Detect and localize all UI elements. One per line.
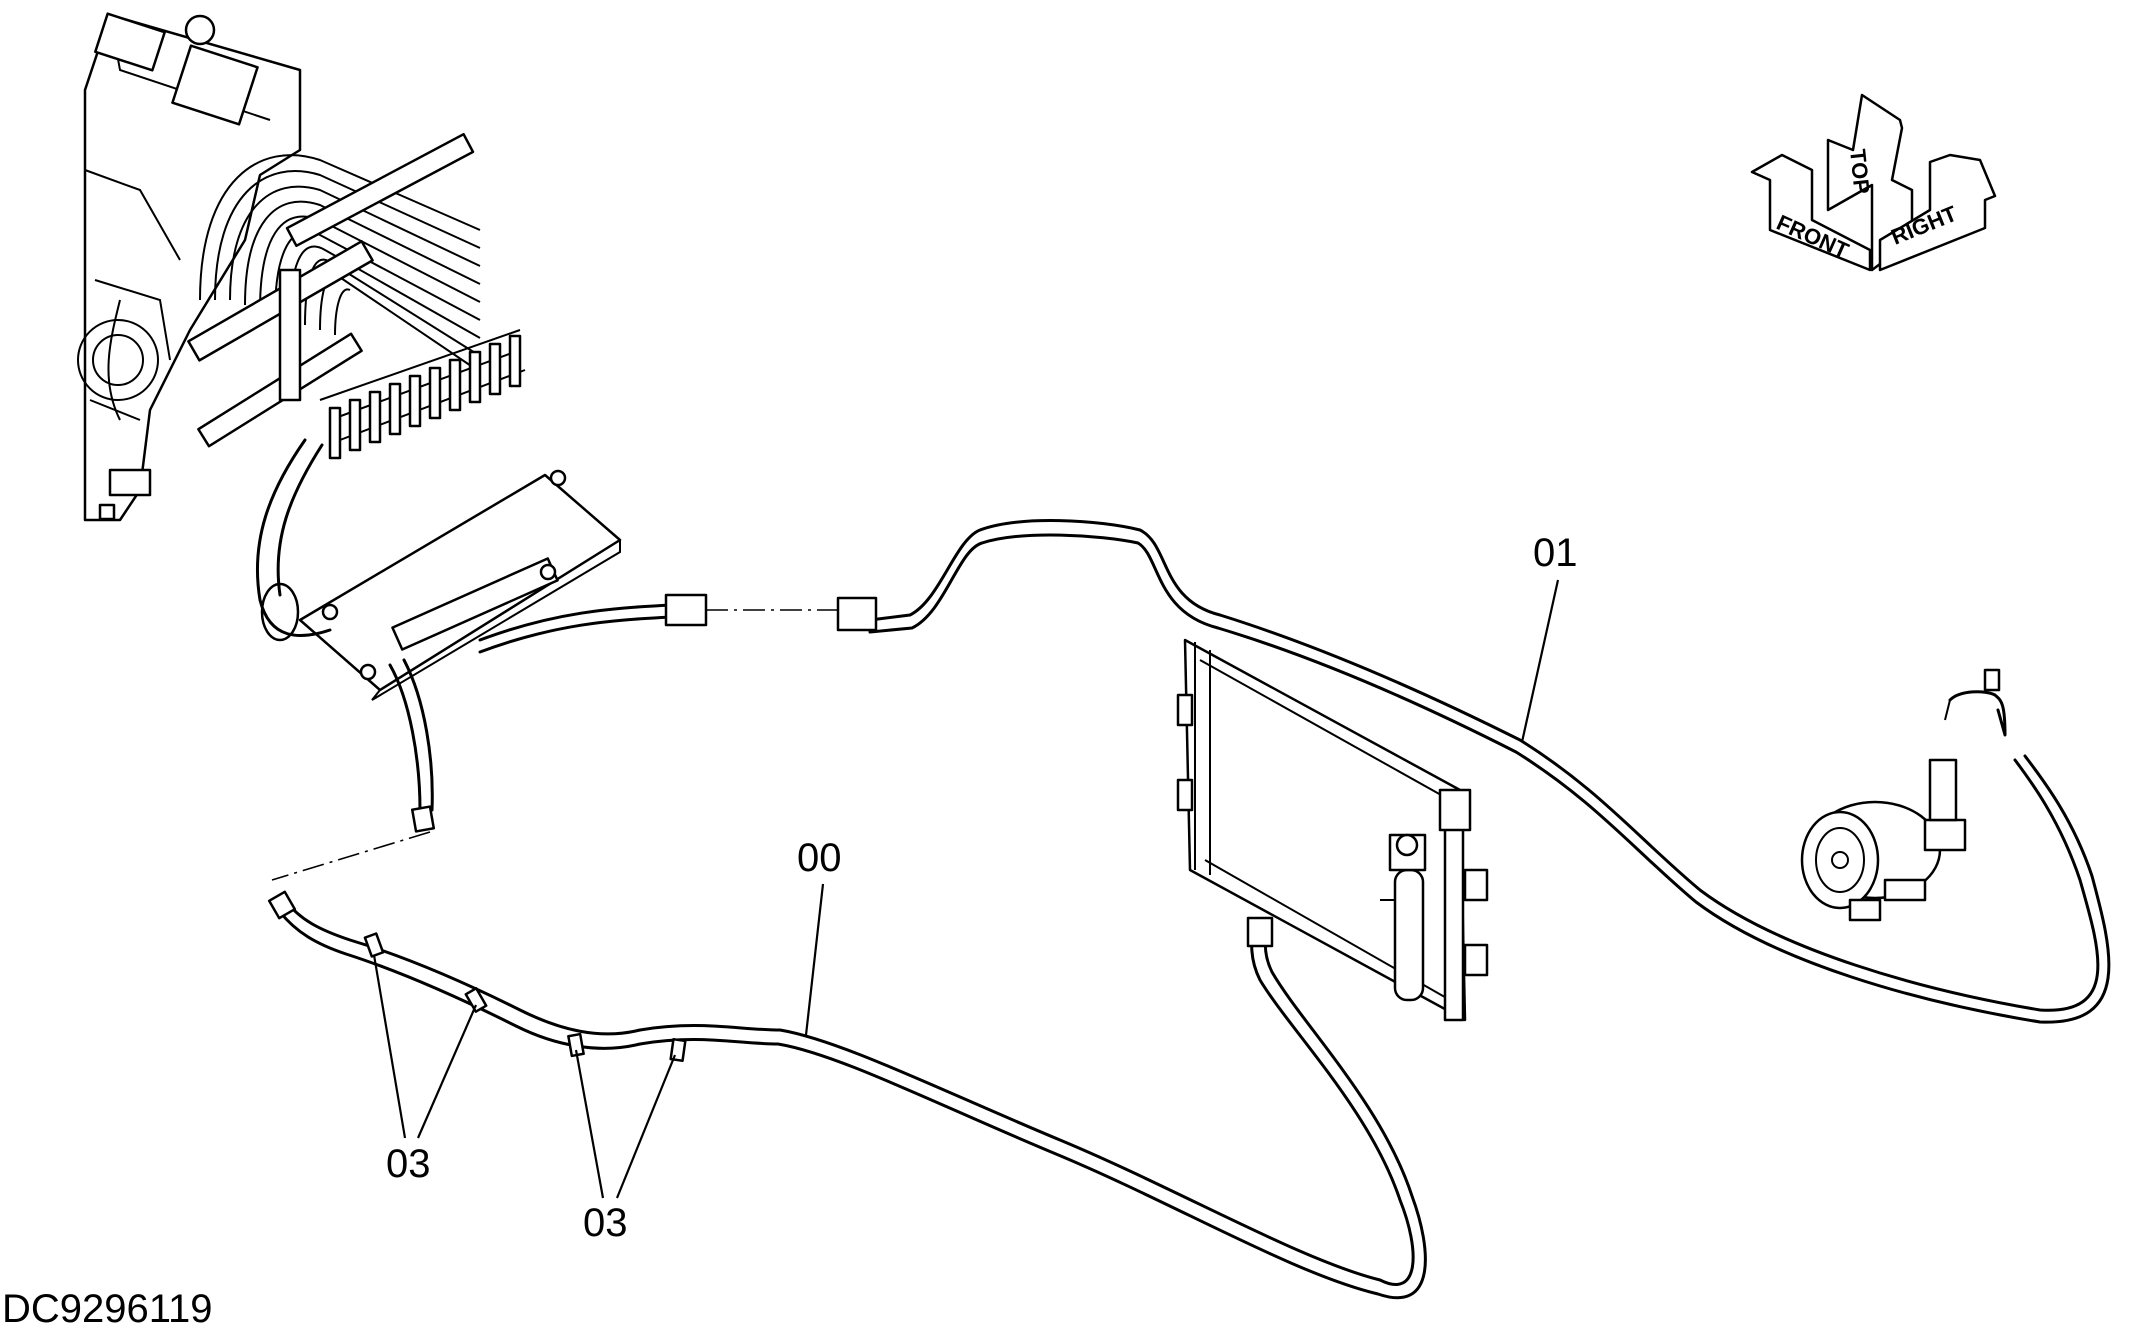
callout-03-right: 03 — [574, 1049, 677, 1245]
hose-01 — [836, 519, 2111, 1024]
callout-01: 01 — [1520, 531, 1578, 743]
document-id: DC9296119 — [2, 1287, 213, 1331]
top-label: TOP — [1845, 148, 1875, 195]
callout-label-03-left: 03 — [386, 1142, 431, 1186]
callout-00: 00 — [797, 836, 842, 1036]
hvac-unit — [77, 12, 302, 522]
mounting-bracket — [260, 469, 622, 701]
heater-core-coils — [187, 132, 526, 460]
callout-label-01: 01 — [1533, 531, 1578, 575]
callout-03-left: 03 — [372, 954, 478, 1186]
condenser — [1176, 638, 1489, 1022]
hose-00 — [267, 890, 1427, 1300]
callout-label-03-right: 03 — [583, 1201, 628, 1245]
callout-label-00: 00 — [797, 836, 842, 880]
orientation-indicator: FRONT TOP RIGHT — [1750, 93, 1997, 272]
compressor — [1800, 758, 1967, 922]
